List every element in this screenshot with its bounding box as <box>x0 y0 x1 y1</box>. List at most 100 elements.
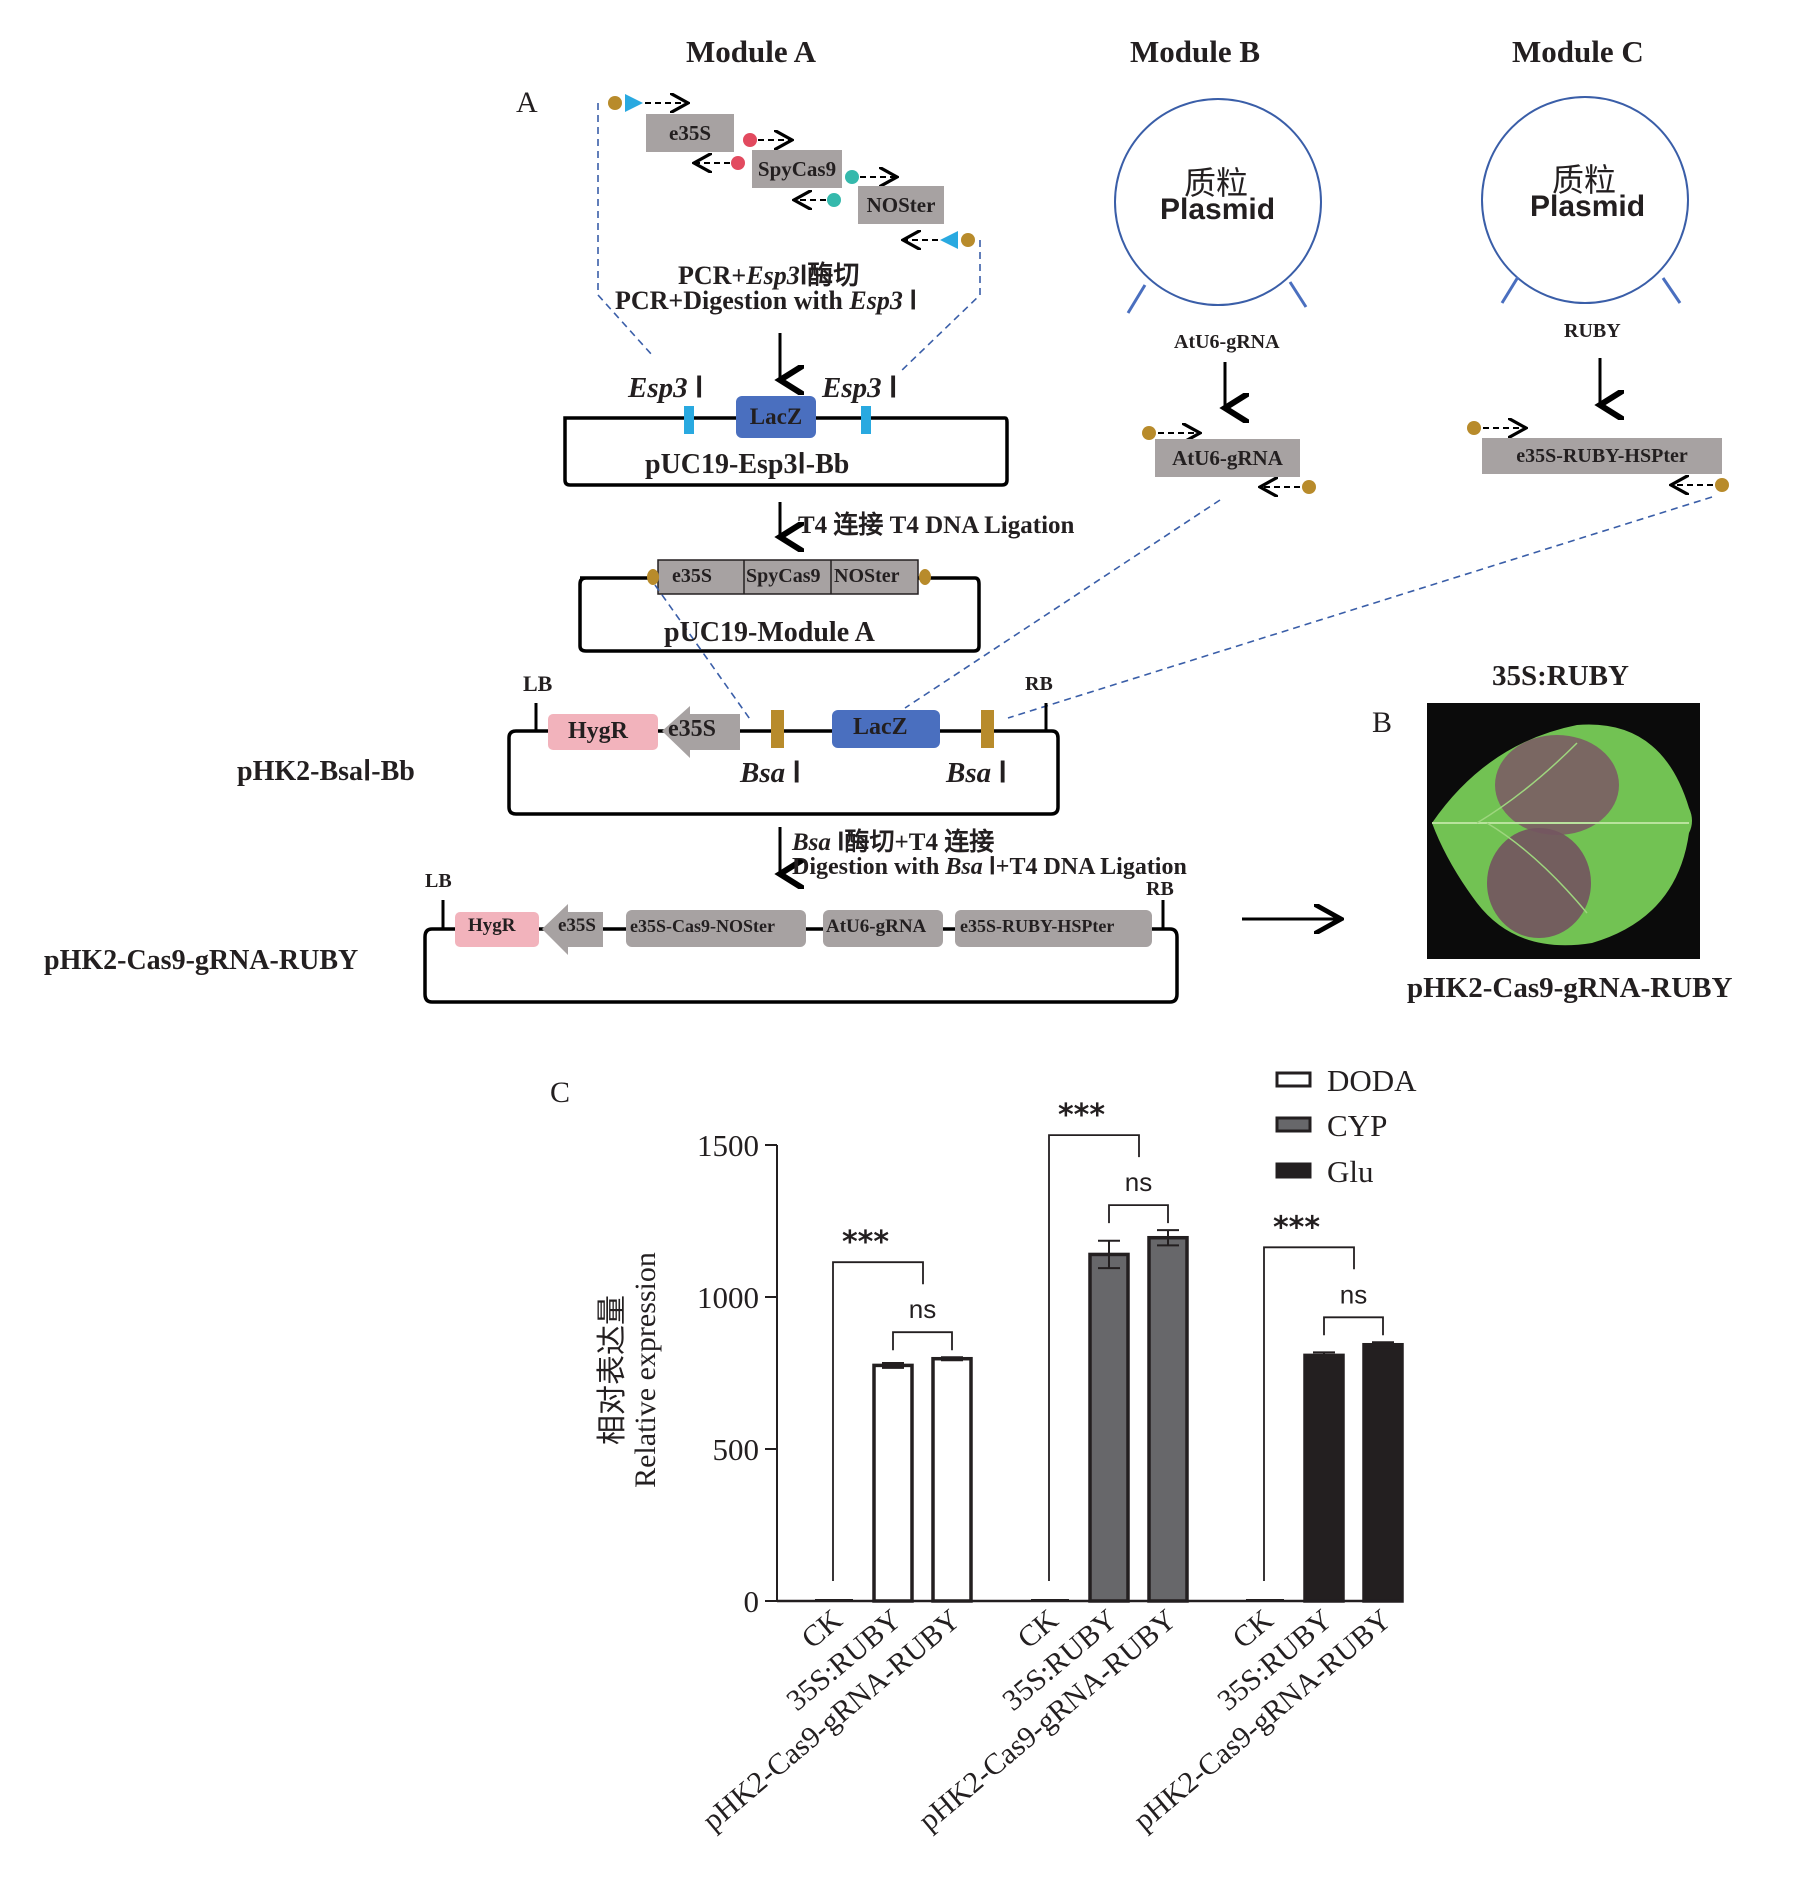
fragment-e35s-ruby-hspter: e35S-RUBY-HSPter <box>1482 438 1722 474</box>
step3-cn-suffix: Ⅰ酶切+T4 连接 <box>830 829 995 856</box>
final-part-e35s: e35S <box>558 915 596 936</box>
primer-dot-icon <box>647 569 659 585</box>
module-c-plasmid-cn: 质粒 <box>1552 162 1617 198</box>
legend-swatch-doda <box>1275 1071 1312 1088</box>
vector-pHK2-bsa-outline <box>507 729 1060 816</box>
primer-dot-icon <box>1142 426 1156 440</box>
e35s-reverse-arrow-icon <box>542 904 603 955</box>
step3-en-label: Digestion with Bsa Ⅰ+T4 DNA Ligation <box>792 852 1187 881</box>
lb-label: LB <box>523 671 553 696</box>
step3-en-enzyme: Bsa <box>945 854 983 880</box>
bsa-site-label-left: Bsa Ⅰ <box>740 755 801 790</box>
primer-dot-icon <box>743 133 757 147</box>
primer-dot-icon <box>731 156 745 170</box>
bsa-site-icon <box>981 710 994 748</box>
y-tick-label: 500 <box>713 1432 760 1467</box>
bsa-site-label-right: Bsa Ⅰ <box>946 755 1007 790</box>
bar-doda-1 <box>872 1363 914 1603</box>
hygr-label: HygR <box>568 718 628 744</box>
significance-label: ns <box>1125 1167 1152 1197</box>
primer-dot-icon <box>1302 480 1316 494</box>
leaf-illustration <box>1432 724 1692 946</box>
module-c-plasmid-en: Plasmid <box>1530 190 1646 223</box>
bar-glu-2 <box>1362 1342 1404 1603</box>
legend-label-cyp: CYP <box>1327 1108 1387 1143</box>
final-part-ruby: e35S-RUBY-HSPter <box>960 916 1115 936</box>
module-a-title: Module A <box>686 34 817 69</box>
module-a-primers <box>608 94 975 249</box>
y-tick-label: 0 <box>744 1584 760 1619</box>
y-tick-label: 1500 <box>697 1128 759 1163</box>
vector2-part-e35s: e35S <box>672 565 712 587</box>
significance-bracket <box>1108 1204 1169 1224</box>
final-rb-label: RB <box>1146 878 1174 900</box>
esp3-site-label-right: Esp3 Ⅰ <box>822 370 897 405</box>
primer-dot-icon <box>919 569 931 585</box>
esp3-site-triangle-icon <box>940 231 958 249</box>
bar-glu-1 <box>1303 1353 1345 1603</box>
significance-bracket <box>832 1261 924 1581</box>
significance-bracket <box>892 1331 953 1351</box>
vector-pUC19-module-a-label: pUC19-Module A <box>664 617 875 648</box>
module-c-plasmid-icon <box>1481 96 1689 304</box>
y-tick-label: 1000 <box>697 1280 759 1315</box>
legend-swatch-glu <box>1275 1162 1312 1179</box>
bar-doda-2 <box>931 1356 973 1603</box>
significance-bracket <box>1323 1316 1384 1336</box>
step1-en-enzyme: Esp3 <box>849 286 903 315</box>
hygr-gene-icon <box>548 714 658 750</box>
fragment-spycas9: SpyCas9 <box>752 150 842 188</box>
significance-label: *** <box>1058 1098 1105 1133</box>
significance-bracket <box>1048 1134 1140 1581</box>
step1-cn-prefix: PCR+ <box>678 261 747 290</box>
step1-en-prefix: PCR+Digestion with <box>615 286 850 315</box>
significance-label: *** <box>842 1225 889 1260</box>
bsa-enzyme-text: Bsa <box>740 757 786 789</box>
primer-dot-icon <box>608 96 622 110</box>
panel-label-a: A <box>516 86 538 119</box>
final-lb-label: LB <box>425 870 452 892</box>
step3-en-prefix: Digestion with <box>792 854 946 880</box>
significance-label: *** <box>1273 1210 1320 1245</box>
vector2-part-spycas9: SpyCas9 <box>746 565 821 587</box>
lacz-gene-icon <box>832 710 940 748</box>
rb-label: RB <box>1025 673 1053 695</box>
vector-pUC19-module-a-outline <box>578 576 981 653</box>
vector-pHK2-bsa-label: pHK2-BsaⅠ-Bb <box>237 756 415 787</box>
legend-label-glu: Glu <box>1327 1154 1374 1189</box>
step1-en-suffix: Ⅰ <box>902 286 918 315</box>
leaf-photo <box>1427 703 1700 959</box>
vector-pUC19-esp3-outline <box>563 416 1009 487</box>
y-axis-label: Relative expression <box>629 1252 662 1488</box>
module-c-title: Module C <box>1512 34 1644 69</box>
esp3-enzyme-text: Esp3 <box>628 372 688 404</box>
vector-final-label: pHK2-Cas9-gRNA-RUBY <box>44 945 359 976</box>
step1-en-label: PCR+Digestion with Esp3 Ⅰ <box>615 286 917 316</box>
step1-cn-enzyme: Esp3 <box>746 261 800 290</box>
step1-cn-suffix: Ⅰ酶切 <box>799 261 860 290</box>
esp3-enzyme-text: Esp3 <box>822 372 882 404</box>
bsa-suffix-text: Ⅰ <box>991 757 1007 789</box>
module-b-plasmid-icon <box>1114 98 1322 306</box>
primer-dot-icon <box>827 193 841 207</box>
esp3-site-icon <box>684 406 694 434</box>
lacz-label: LacZ <box>853 714 908 740</box>
module-b-title: Module B <box>1130 34 1261 69</box>
esp3-site-triangle-icon <box>625 94 643 112</box>
final-part-atu6: AtU6-gRNA <box>826 916 927 937</box>
vector-pUC19-esp3-label: pUC19-Esp3Ⅰ-Bb <box>645 449 850 480</box>
significance-label: ns <box>909 1294 936 1324</box>
step3-cn-label: Bsa Ⅰ酶切+T4 连接 <box>792 822 994 858</box>
final-part-cas9: e35S-Cas9-NOSter <box>630 916 775 936</box>
vector2-part-noster: NOSter <box>834 565 900 587</box>
panel-b-bottom-label: pHK2-Cas9-gRNA-RUBY <box>1407 972 1733 1004</box>
bsa-site-icon <box>771 710 784 748</box>
hygr-gene-icon <box>455 912 539 947</box>
y-axis-label-cn: 相对表达量 <box>596 1295 629 1445</box>
e35s-reverse-arrow-icon <box>662 706 740 758</box>
e35s-label: e35S <box>668 716 716 742</box>
module-b-plasmid-en: Plasmid <box>1160 193 1276 226</box>
esp3-suffix-text: Ⅰ <box>881 372 898 404</box>
module-b-plasmid-cn: 质粒 <box>1184 165 1249 201</box>
